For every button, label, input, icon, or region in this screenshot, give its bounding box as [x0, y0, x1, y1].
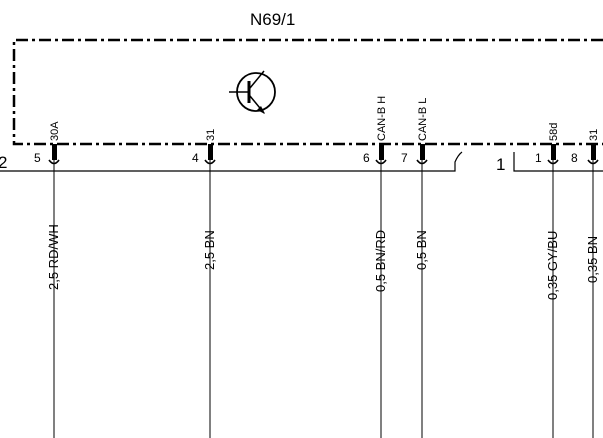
pin-signal: 30A — [49, 121, 61, 141]
pin-number: 8 — [571, 151, 578, 165]
pin-4 — [204, 144, 216, 438]
pin-signal: CAN-B L — [417, 98, 429, 141]
pin-number: 5 — [34, 151, 41, 165]
pin-number: 1 — [535, 151, 542, 165]
pin-7 — [416, 144, 428, 438]
pin-number: 4 — [192, 151, 199, 165]
wire-spec: 0,35 GY/BU — [545, 231, 560, 300]
transistor-icon — [229, 70, 276, 114]
wire-spec: 0,5 BN — [414, 230, 429, 270]
wire-spec: 2,5 RD/WH — [46, 224, 61, 290]
pin-signal: 31 — [588, 129, 600, 141]
pin-number: 6 — [363, 151, 370, 165]
pin-number: 7 — [401, 151, 408, 165]
connector-housing-right — [513, 152, 603, 172]
connector-label-2: 2 — [0, 153, 7, 172]
pin-signal: 31 — [205, 129, 217, 141]
pin-signal: 58d — [548, 123, 560, 141]
pin-signal: CAN-B H — [376, 96, 388, 141]
pin-6 — [375, 144, 387, 438]
wire-spec: 0,5 BN/RD — [373, 230, 388, 292]
wire-spec: 2,5 BN — [202, 230, 217, 270]
component-title: N69/1 — [250, 10, 295, 29]
connector-label-1: 1 — [496, 155, 505, 174]
component-boundary — [12, 38, 603, 146]
pin-5 — [48, 144, 60, 438]
wire-spec: 0,35 BN — [585, 236, 600, 283]
pin-8 — [587, 144, 599, 438]
connector-housing-left — [0, 151, 463, 172]
pin-1 — [547, 144, 559, 438]
